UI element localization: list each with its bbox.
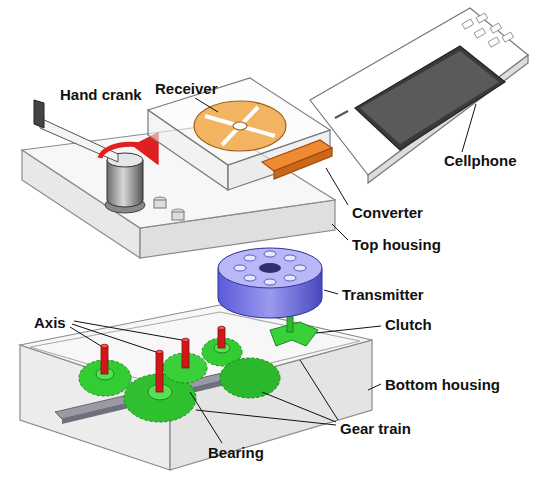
part-label: Cellphone <box>444 152 517 170</box>
part-label: Top housing <box>352 236 441 254</box>
part-label: Bottom housing <box>385 376 500 394</box>
hand-crank <box>34 100 152 213</box>
part-label: Axis <box>34 314 66 332</box>
part-label: Gear train <box>340 420 411 438</box>
transmitter <box>218 248 322 318</box>
part-label: Hand crank <box>60 86 142 104</box>
part-label: Transmitter <box>342 286 424 304</box>
axis-pin <box>101 326 225 392</box>
gear-train <box>79 338 280 422</box>
receiver <box>148 78 332 190</box>
part-label: Converter <box>352 204 423 222</box>
cellphone <box>310 8 528 183</box>
bottom-housing <box>20 305 372 470</box>
part-label: Clutch <box>385 316 432 334</box>
part-label: Bearing <box>208 444 264 462</box>
part-label: Receiver <box>155 80 218 98</box>
